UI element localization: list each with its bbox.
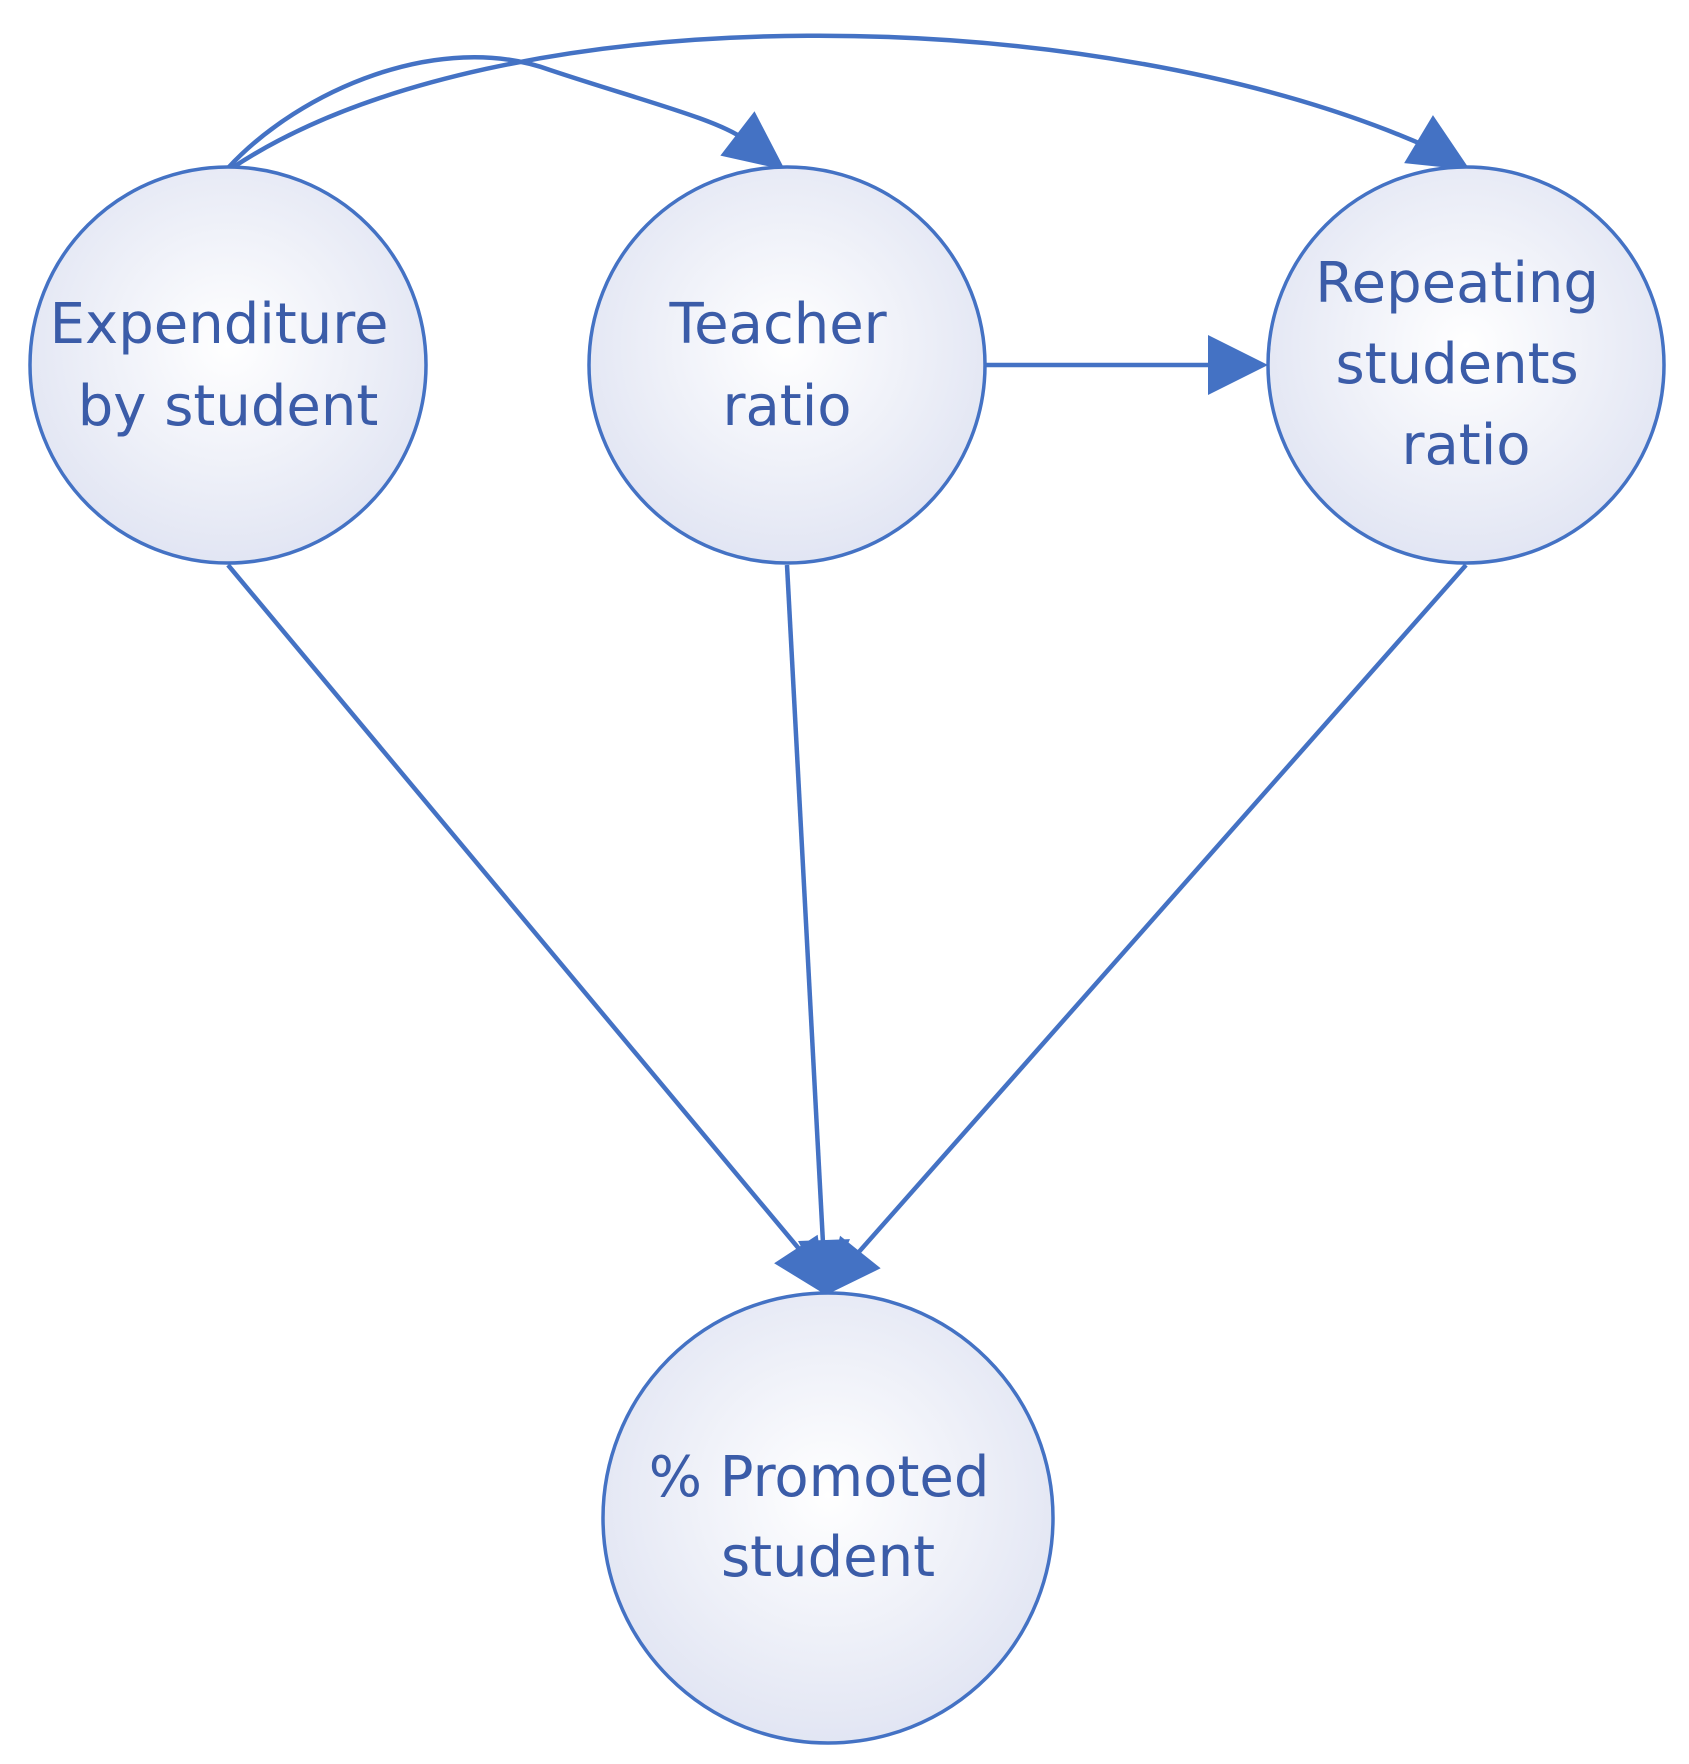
node-repeating-line-3: ratio	[1401, 413, 1530, 478]
edge-expenditure-to-repeating	[230, 33, 1431, 170]
node-expenditure-label: Expenditure by student	[50, 292, 407, 439]
edge-teacher-to-promoted	[784, 564, 827, 1263]
node-teacher-circle	[587, 165, 987, 565]
edge-expenditure-to-teacher	[226, 55, 747, 170]
edges	[226, 33, 1468, 1264]
node-promoted-line-2: student	[721, 1525, 935, 1590]
arrowhead-to-repeating	[1404, 115, 1470, 170]
edge-expenditure-to-promoted	[226, 563, 812, 1264]
node-repeating-label: Repeating students ratio	[1315, 251, 1617, 478]
node-expenditure-line-1: Expenditure	[50, 292, 389, 357]
node-teacher-line-1: Teacher	[668, 292, 887, 357]
arrowhead-to-teacher	[720, 111, 785, 170]
node-teacher-label: Teacher ratio	[668, 292, 904, 439]
node-expenditure-by-student: Expenditure by student	[28, 165, 428, 565]
node-promoted-circle	[601, 1291, 1055, 1745]
edge-repeating-to-promoted	[848, 563, 1468, 1264]
node-expenditure-line-2: by student	[78, 374, 379, 439]
node-repeating-line-2: students	[1335, 332, 1578, 397]
node-expenditure-circle	[28, 165, 428, 565]
node-promoted-student: % Promoted student	[601, 1291, 1055, 1745]
arrowhead-repeating-to-promoted	[826, 1235, 881, 1295]
arrowheads	[720, 111, 1470, 1295]
node-promoted-line-1: % Promoted	[649, 1445, 990, 1510]
arrowhead-teacher-to-repeating	[1208, 335, 1268, 395]
node-repeating-line-1: Repeating	[1315, 251, 1599, 316]
node-repeating-circle	[1266, 165, 1666, 565]
node-promoted-label: % Promoted student	[649, 1445, 1007, 1590]
node-teacher-line-2: ratio	[722, 374, 851, 439]
node-repeating-students-ratio: Repeating students ratio	[1266, 165, 1666, 565]
node-teacher-ratio: Teacher ratio	[587, 165, 987, 565]
